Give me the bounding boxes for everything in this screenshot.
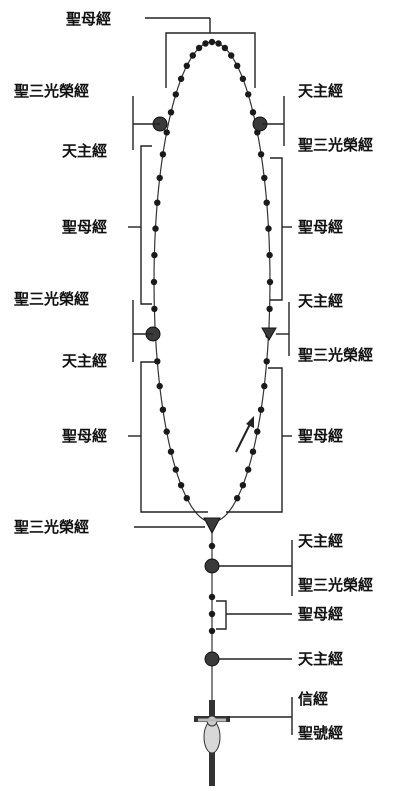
rosary-bead: [163, 428, 170, 435]
direction-arrow-icon: [235, 416, 254, 453]
tail-large-bead-2: [204, 651, 220, 667]
rosary-bead: [163, 129, 170, 136]
rosary-bead: [266, 251, 273, 259]
label-left-glory-mid: 聖三光榮經: [14, 290, 89, 308]
tail-small-bead: [208, 593, 216, 601]
rosary-bead: [183, 62, 190, 69]
rosary-bead: [228, 52, 235, 59]
rosary-bead: [189, 52, 196, 59]
label-right-our-father-mid: 天主經: [298, 292, 343, 310]
bracket-right-hail-mary-lower: [226, 367, 283, 513]
label-left-our-father-mid: 天主經: [62, 352, 107, 370]
rosary-bead: [245, 466, 252, 473]
rosary-bead: [257, 406, 265, 413]
rosary-bead: [266, 278, 274, 286]
rosary-bead: [183, 495, 190, 502]
rosary-bead: [154, 358, 161, 365]
rosary-bead: [263, 199, 270, 206]
rosary-bead: [154, 199, 161, 206]
rosary-bead: [249, 448, 257, 455]
center-medal: [203, 517, 221, 535]
rosary-bead: [254, 428, 261, 435]
label-right-glory-upper: 聖三光榮經: [298, 136, 373, 154]
rosary-bead: [261, 174, 268, 182]
label-top-hail-mary: 聖母經: [66, 10, 111, 28]
loop-beads: [150, 38, 274, 502]
rosary-bead: [265, 225, 272, 232]
rosary-bead: [239, 482, 247, 489]
rosary-bead: [261, 382, 268, 390]
bracket-left-hail-mary-upper: [140, 145, 152, 305]
rosary-bead: [195, 44, 203, 52]
label-right-glory-mid: 聖三光榮經: [298, 346, 373, 364]
label-tail-hail-mary: 聖母經: [298, 605, 343, 623]
rosary-bead: [152, 225, 159, 232]
tail-small-bead: [208, 542, 216, 550]
rosary-bead: [167, 448, 175, 455]
rosary-bead: [221, 44, 229, 52]
rosary-bead: [159, 151, 167, 158]
label-left-hail-mary-lower: 聖母經: [62, 427, 107, 445]
rosary-bead: [202, 40, 209, 47]
rosary-bead: [234, 495, 241, 502]
label-right-hail-mary-upper: 聖母經: [298, 218, 343, 236]
rosary-bead: [150, 278, 158, 286]
rosary-bead: [257, 151, 265, 158]
rosary-bead: [239, 75, 247, 83]
label-tail-sign-of-cross: 聖號經: [298, 724, 343, 742]
rosary-bead: [159, 406, 167, 413]
crucifix-icon: [194, 700, 230, 786]
rosary-bead: [156, 382, 163, 390]
label-tail-creed: 信經: [298, 690, 328, 708]
rosary-bead: [266, 305, 273, 313]
label-right-our-father-upper: 天主經: [298, 82, 343, 100]
tail-small-bead: [208, 610, 216, 618]
rosary-bead: [172, 466, 179, 473]
rosary-bead: [249, 109, 257, 116]
rosary-bead: [215, 40, 222, 47]
tail-small-bead: [208, 627, 216, 635]
label-right-hail-mary-lower: 聖母經: [298, 427, 343, 445]
label-left-our-father-upper: 天主經: [62, 142, 107, 160]
label-tail-our-father-1: 天主經: [298, 532, 343, 550]
bracket-tail-hail-mary: [216, 600, 227, 630]
bracket-right-hail-mary-upper: [270, 157, 283, 301]
rosary-bead: [177, 75, 185, 83]
rosary-bead: [263, 358, 270, 365]
rosary-bead: [234, 62, 241, 69]
label-left-glory-upper: 聖三光榮經: [14, 82, 89, 100]
label-left-glory-bottom: 聖三光榮經: [14, 518, 89, 536]
label-left-hail-mary-upper: 聖母經: [62, 218, 107, 236]
rosary-bead: [208, 38, 216, 46]
rosary-bead: [172, 91, 179, 98]
label-tail-our-father-2: 天主經: [298, 650, 343, 668]
rosary-bead: [151, 305, 158, 313]
rosary-bead: [151, 251, 158, 259]
rosary-bead: [167, 109, 175, 116]
label-tail-glory: 聖三光榮經: [298, 576, 373, 594]
tail-large-bead-1: [204, 558, 220, 574]
rosary-bead: [177, 482, 185, 489]
rosary-bead: [245, 91, 252, 98]
bracket-left-hail-mary-lower: [140, 361, 208, 513]
heart-bead-right-mid: [261, 327, 277, 341]
rosary-bead: [156, 174, 163, 182]
